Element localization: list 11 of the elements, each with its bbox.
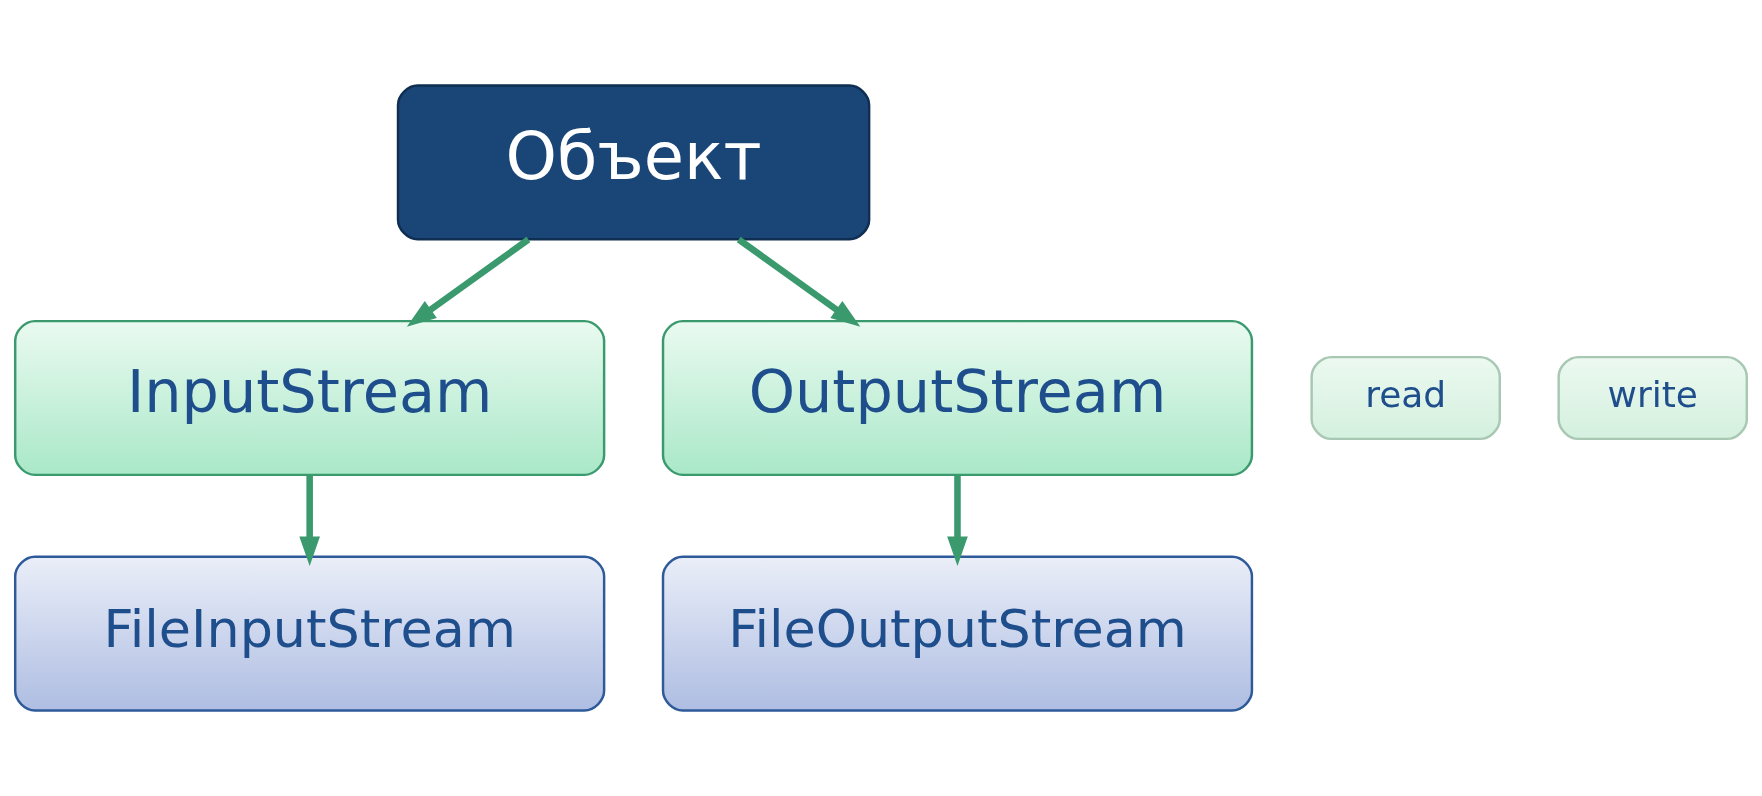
- arrow: [299, 475, 320, 566]
- node-box: InputStream: [13, 319, 606, 477]
- arrow: [736, 236, 861, 327]
- node-box: FileInputStream: [13, 555, 606, 712]
- node-box: write: [1557, 355, 1749, 441]
- node-box: FileOutputStream: [661, 555, 1254, 712]
- arrow: [406, 236, 531, 327]
- node-box: OutputStream: [661, 319, 1254, 477]
- node-box: Объект: [396, 84, 871, 241]
- arrow: [947, 475, 968, 566]
- node-box: read: [1310, 355, 1501, 441]
